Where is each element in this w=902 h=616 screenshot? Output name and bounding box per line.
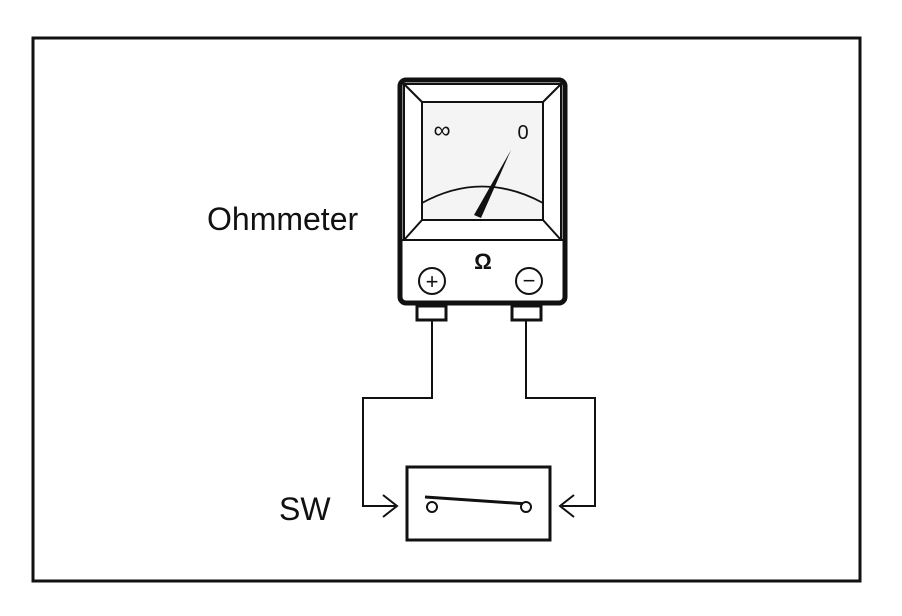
probe-tip-right [558, 494, 575, 518]
bevel-line [542, 219, 562, 241]
switch-lever [424, 495, 529, 506]
switch-contact-left [426, 501, 438, 513]
scale-zero-label: 0 [517, 122, 528, 144]
switch-contact-right [520, 501, 532, 513]
meter-scale-arc [421, 185, 544, 204]
meter-needle [474, 150, 511, 218]
ohmmeter: ∞ 0 Ω + − [397, 77, 568, 322]
switch-label: SW [279, 491, 331, 527]
ohm-symbol: Ω [474, 249, 492, 274]
negative-terminal-label: − [523, 268, 536, 293]
negative-lead-wire [525, 320, 596, 507]
switch [405, 465, 552, 542]
positive-terminal-icon [418, 267, 446, 295]
diagram-frame [31, 36, 862, 583]
negative-terminal-icon [515, 267, 543, 295]
probe-tip-left [382, 494, 399, 518]
positive-lead-connector [415, 304, 448, 322]
ohmmeter-label: Ohmmeter [207, 201, 358, 237]
test-leads [362, 320, 596, 518]
bevel-line [542, 83, 562, 103]
scale-infinity-label: ∞ [433, 117, 450, 144]
positive-lead-wire [362, 320, 433, 507]
negative-lead-connector [510, 304, 543, 322]
bevel-line [403, 83, 423, 103]
positive-terminal-label: + [426, 269, 439, 294]
bevel-line [403, 219, 423, 241]
ohmmeter-window-face [421, 101, 544, 221]
